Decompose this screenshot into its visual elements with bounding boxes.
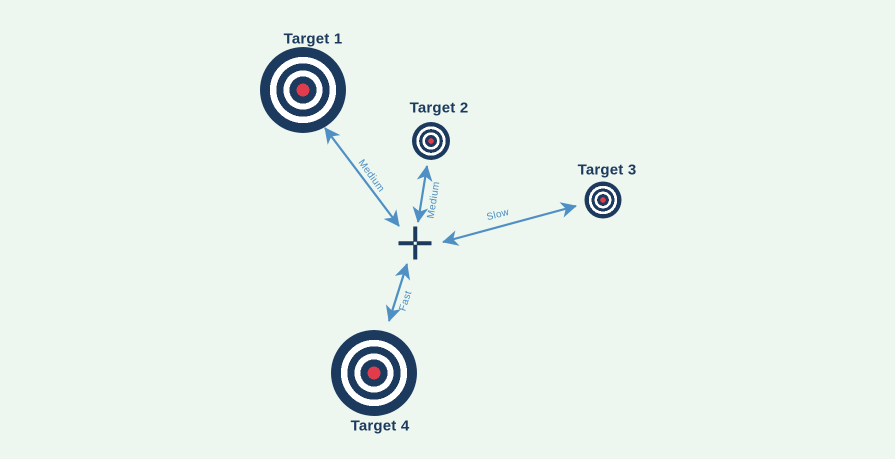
- target-2-bullseye[interactable]: [412, 122, 450, 160]
- crosshair-center-dot: [413, 241, 417, 245]
- arrow-target-3: [442, 202, 577, 246]
- target-1-label: Target 1: [283, 30, 343, 48]
- target-3-label: Target 3: [577, 161, 637, 179]
- target-4-bullseye[interactable]: [331, 330, 417, 416]
- target-2-label: Target 2: [409, 99, 469, 117]
- arrow-target-4: [385, 263, 411, 322]
- target-1-bullseye[interactable]: [260, 47, 346, 133]
- target-3-bullseye[interactable]: [584, 181, 622, 219]
- arrow-target-1: [324, 127, 400, 227]
- arrow-target-2: [412, 165, 433, 223]
- crosshair[interactable]: [398, 226, 432, 260]
- target-4-label: Target 4: [350, 417, 410, 435]
